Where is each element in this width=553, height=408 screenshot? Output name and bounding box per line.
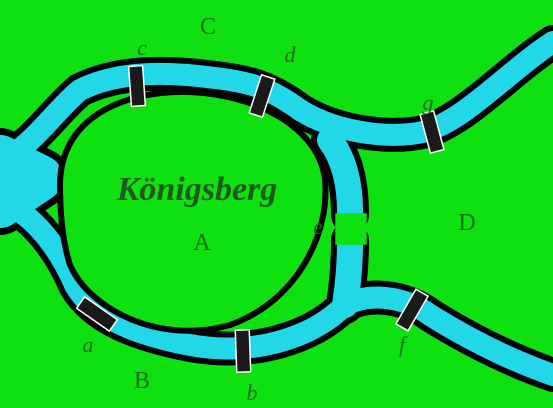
bridges xyxy=(75,64,445,374)
island-a xyxy=(56,88,329,334)
bridge-f-label: f xyxy=(399,332,408,357)
bridge-g-label: g xyxy=(423,90,434,115)
bridge-d xyxy=(248,73,276,119)
bridge-a-label: a xyxy=(83,332,94,357)
bridge-b-label: b xyxy=(247,380,258,405)
bridge-d-label: d xyxy=(285,42,297,67)
bridge-g xyxy=(419,109,445,155)
bridge-b xyxy=(234,328,252,374)
bridge-f xyxy=(394,288,430,332)
bridge-c xyxy=(127,64,147,108)
region-a-label: A xyxy=(193,230,211,256)
region-d-label: D xyxy=(458,210,475,236)
city-name: Königsberg xyxy=(116,171,278,208)
bridge-e-label: e xyxy=(313,214,323,239)
bridge-c-label: c xyxy=(137,35,147,60)
region-b-label: B xyxy=(134,368,150,394)
bridge-e xyxy=(335,213,367,245)
bridge-a xyxy=(75,295,119,333)
region-c-label: C xyxy=(200,14,216,40)
